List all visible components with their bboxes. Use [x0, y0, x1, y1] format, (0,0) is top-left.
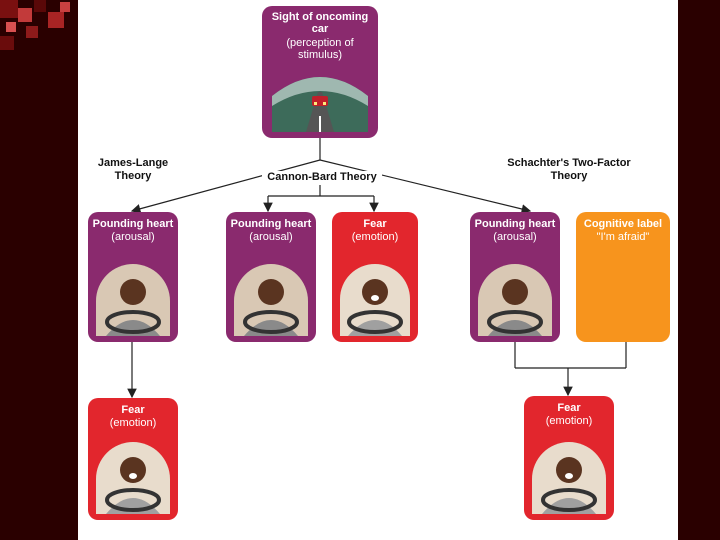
stimulus-box: Sight of oncoming car (perception of sti…: [262, 6, 378, 138]
cb-fear-title: Fear: [363, 218, 387, 230]
heading-schachter: Schachter's Two-Factor Theory: [507, 157, 631, 182]
cb-arousal-sub: (arousal): [249, 231, 293, 243]
jl-fear-sub: (emotion): [109, 417, 157, 429]
heading-james-lange: James-Lange Theory: [97, 157, 169, 182]
sc-fear-sub: (emotion): [545, 415, 593, 427]
stimulus-subtitle: (perception of stimulus): [286, 37, 354, 61]
diagram-panel: Sight of oncoming car (perception of sti…: [78, 0, 678, 540]
cb-arousal-box: Pounding heart (arousal): [226, 212, 316, 342]
cb-fear-sub: (emotion): [351, 231, 399, 243]
sc-label-title: Cognitive label: [583, 218, 663, 230]
connector-lines: [127, 138, 627, 399]
cb-arousal-title: Pounding heart: [230, 218, 312, 230]
sc-fear-box: Fear (emotion): [524, 396, 614, 520]
driver-illustration: [96, 264, 170, 336]
jl-arousal-box: Pounding heart (arousal): [88, 212, 178, 342]
sc-arousal-sub: (arousal): [493, 231, 537, 243]
driver-illustration: [234, 264, 308, 336]
sc-label-box: Cognitive label "I'm afraid": [576, 212, 670, 342]
scared-driver-illustration: [340, 264, 410, 336]
jl-fear-title: Fear: [121, 404, 145, 416]
jl-arousal-sub: (arousal): [111, 231, 155, 243]
left-background: [0, 0, 78, 540]
sc-arousal-box: Pounding heart (arousal): [470, 212, 560, 342]
sc-label-sub: "I'm afraid": [596, 231, 650, 243]
sc-fear-title: Fear: [557, 402, 581, 414]
jl-fear-box: Fear (emotion): [88, 398, 178, 520]
arrow-to-schachter: [319, 159, 532, 214]
scared-driver-illustration: [96, 442, 170, 514]
scared-driver-illustration: [532, 442, 606, 514]
driver-illustration: [478, 264, 552, 336]
jl-arousal-title: Pounding heart: [92, 218, 174, 230]
heading-cannon-bard: Cannon-Bard Theory: [262, 171, 382, 184]
sc-arousal-title: Pounding heart: [474, 218, 556, 230]
cb-fear-box: Fear (emotion): [332, 212, 418, 342]
right-background: [678, 0, 720, 540]
arrow-to-james-lange: [130, 159, 321, 214]
stimulus-title: Sight of oncoming car: [271, 11, 369, 35]
car-road-image: [272, 77, 368, 132]
